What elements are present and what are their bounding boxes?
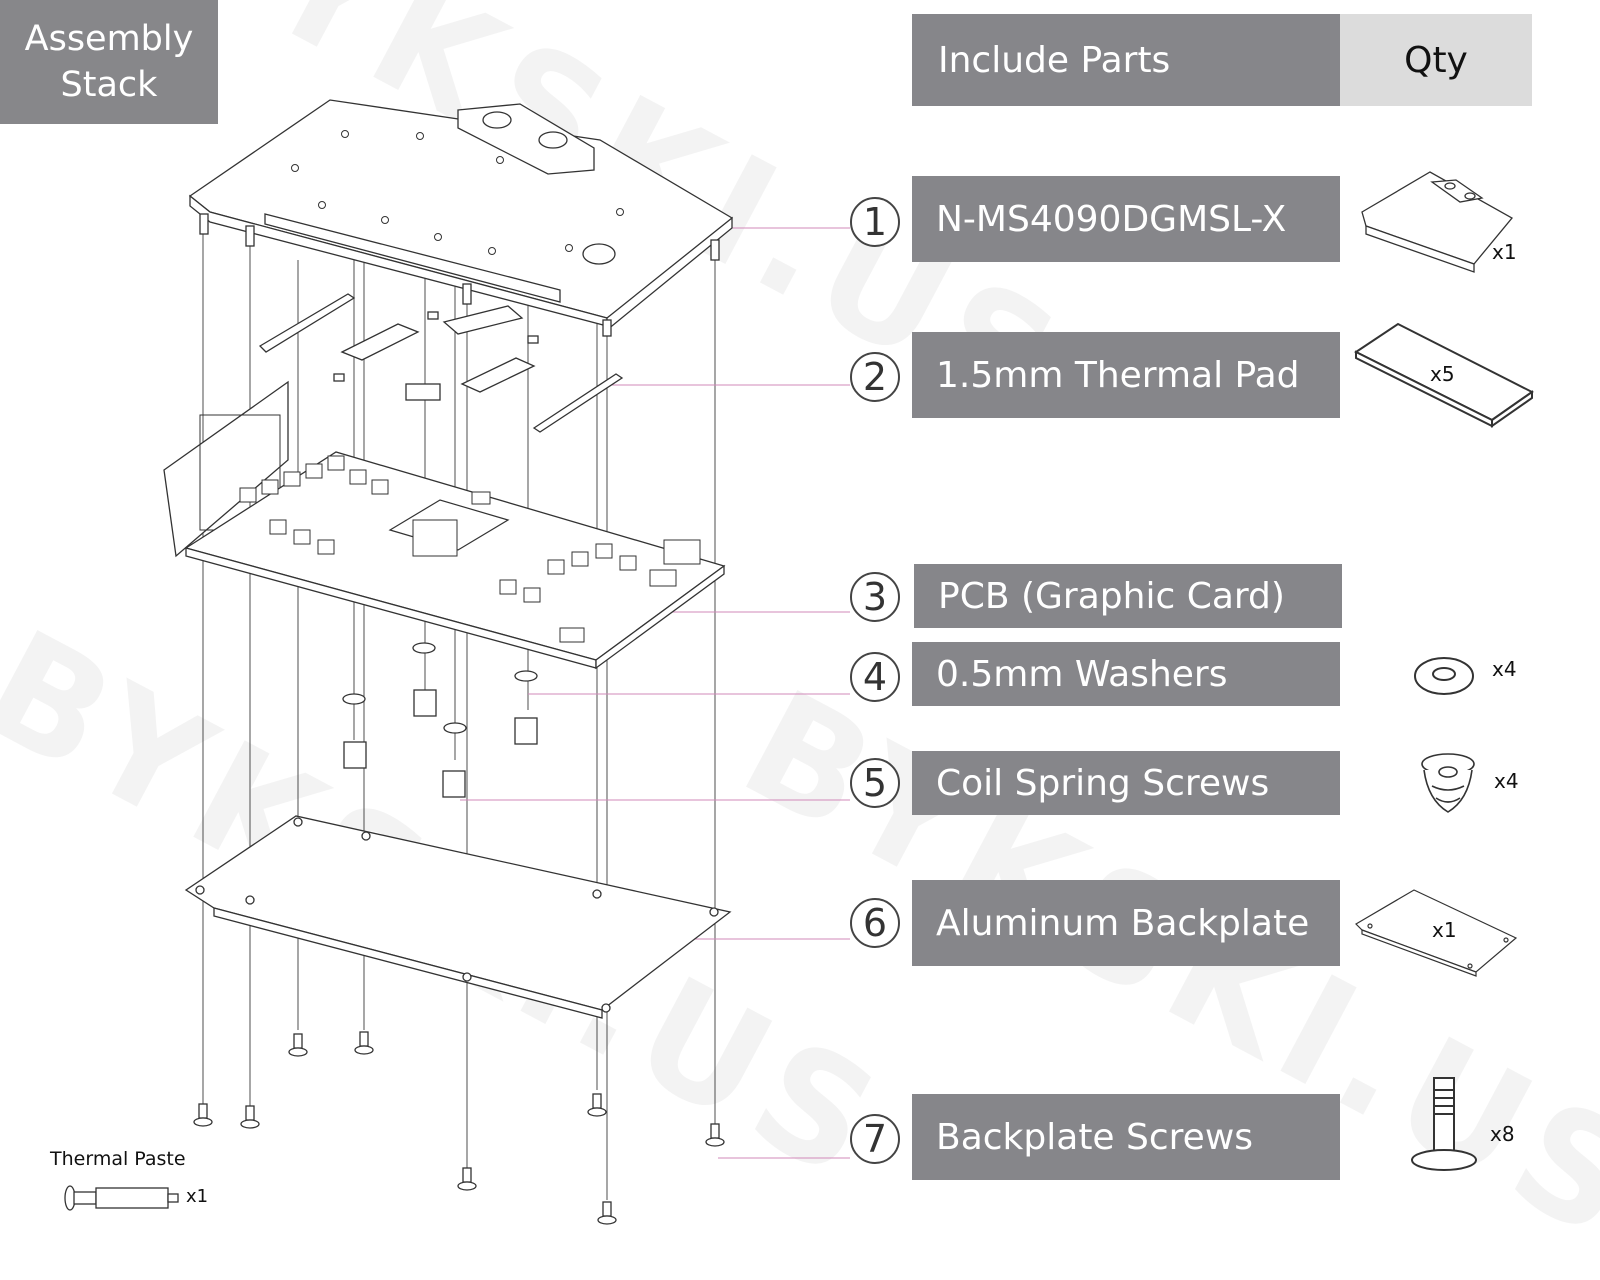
part-label-coil-spring-screws: Coil Spring Screws xyxy=(912,751,1340,815)
thermal-paste-label: Thermal Paste xyxy=(50,1148,186,1170)
part-label-thermal-pad: 1.5mm Thermal Pad xyxy=(912,332,1340,418)
part-label-pcb: PCB (Graphic Card) xyxy=(914,564,1342,628)
qty-washers: x4 xyxy=(1492,657,1517,681)
stack-label-line: Assembly xyxy=(24,19,194,59)
thermal-paste-drawing xyxy=(64,1185,179,1211)
qty-icon-washer xyxy=(1414,657,1474,695)
thermal-pads-drawing xyxy=(258,293,624,433)
qty-thermal-paste: x1 xyxy=(186,1186,209,1207)
qty-water-block: x1 xyxy=(1492,240,1517,264)
qty-backplate: x1 xyxy=(1432,918,1457,942)
callout-number-7: 7 xyxy=(850,1114,900,1164)
water-block-drawing xyxy=(188,99,734,337)
qty-coil-spring-screws: x4 xyxy=(1494,769,1519,793)
part-label-backplate: Aluminum Backplate xyxy=(912,880,1340,966)
include-parts-header: Include Parts xyxy=(912,14,1340,106)
qty-backplate-screws: x8 xyxy=(1490,1122,1515,1146)
qty-icon-backplate xyxy=(1355,889,1518,977)
stack-label-line: Stack xyxy=(60,65,158,105)
qty-icon-thermal-pad xyxy=(1354,322,1534,428)
callout-number-1: 1 xyxy=(850,197,900,247)
qty-icon-water-block xyxy=(1361,171,1513,273)
part-label-backplate-screws: Backplate Screws xyxy=(912,1094,1340,1180)
callout-number-4: 4 xyxy=(850,652,900,702)
backplate-screws-drawing xyxy=(193,1031,725,1225)
backplate-drawing xyxy=(184,815,732,1019)
callout-number-2: 2 xyxy=(850,352,900,402)
pcb-drawing xyxy=(163,380,726,670)
qty-icon-coil-spring-screw xyxy=(1421,753,1475,813)
part-label-water-block: N-MS4090DGMSL-X xyxy=(912,176,1340,262)
callout-number-3: 3 xyxy=(850,572,900,622)
callout-number-6: 6 xyxy=(850,898,900,948)
qty-thermal-pad: x5 xyxy=(1430,362,1455,386)
qty-header: Qty xyxy=(1340,14,1532,106)
callout-number-5: 5 xyxy=(850,758,900,808)
assembly-stack-tag: Assembly Stack xyxy=(0,0,218,124)
part-label-washers: 0.5mm Washers xyxy=(912,642,1340,706)
washers-and-springs-drawing xyxy=(342,642,538,798)
qty-icon-backplate-screw xyxy=(1411,1077,1477,1171)
